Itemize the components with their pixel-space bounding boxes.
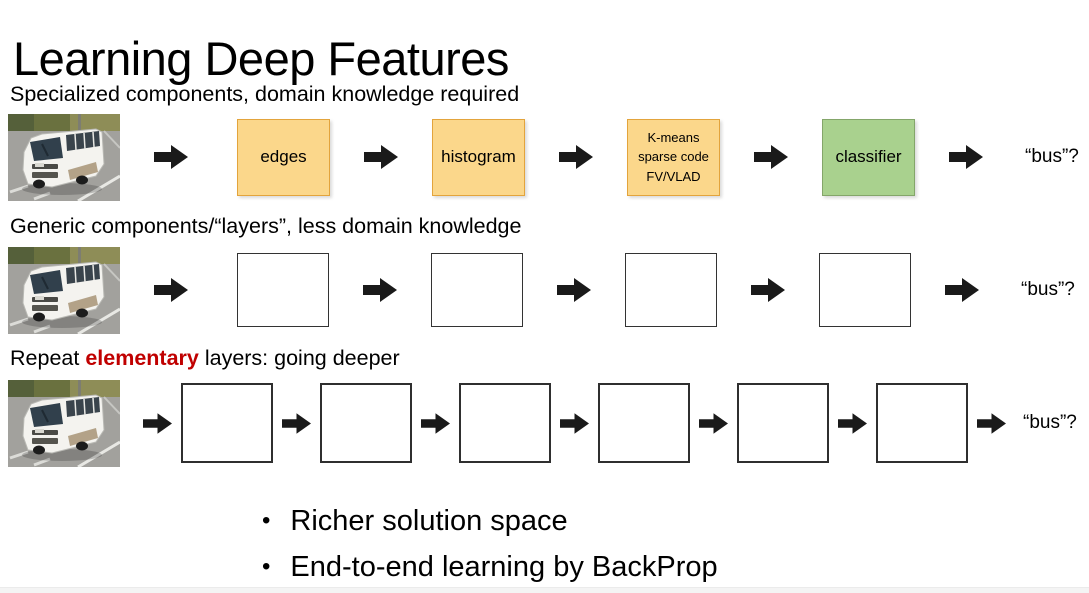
right-arrow-icon bbox=[421, 413, 450, 434]
deep-layer-box bbox=[320, 383, 412, 463]
generic-layer-box bbox=[237, 253, 329, 327]
deep-layer-box bbox=[737, 383, 829, 463]
bullet-dot-icon: • bbox=[262, 507, 271, 534]
row2-caption: Generic components/“layers”, less domain… bbox=[10, 214, 521, 239]
stage-box-label: edges bbox=[260, 147, 307, 167]
stage-box-label: histogram bbox=[441, 147, 516, 167]
generic-layer-box bbox=[819, 253, 911, 327]
row1-output-label: “bus”? bbox=[1025, 146, 1079, 167]
slide-bottom-edge bbox=[0, 587, 1089, 593]
deep-layer-box bbox=[876, 383, 968, 463]
bus-photo bbox=[8, 114, 120, 201]
bus-photo bbox=[8, 247, 120, 334]
right-arrow-icon bbox=[363, 278, 397, 302]
row3-caption: Repeat elementary layers: going deeper bbox=[10, 346, 400, 371]
generic-layer-box bbox=[625, 253, 717, 327]
row2-output-label: “bus”? bbox=[1021, 279, 1075, 300]
row3-output-label: “bus”? bbox=[1023, 412, 1077, 433]
bus-photo bbox=[8, 380, 120, 467]
right-arrow-icon bbox=[977, 413, 1006, 434]
right-arrow-icon bbox=[143, 413, 172, 434]
right-arrow-icon bbox=[364, 145, 398, 169]
bullet-item: • End-to-end learning by BackProp bbox=[262, 545, 718, 591]
row2-caption-text: Generic components/“layers”, less domain… bbox=[10, 214, 522, 238]
deep-layer-box bbox=[459, 383, 551, 463]
right-arrow-icon bbox=[699, 413, 728, 434]
right-arrow-icon bbox=[945, 278, 979, 302]
row2-pipeline: “bus”? bbox=[8, 245, 1075, 335]
right-arrow-icon bbox=[154, 145, 188, 169]
bullet-text: End-to-end learning by BackProp bbox=[290, 551, 718, 583]
row3-pipeline: “bus”? bbox=[8, 378, 1077, 468]
right-arrow-icon bbox=[949, 145, 983, 169]
stage-box-classifier: classifier bbox=[822, 118, 915, 196]
right-arrow-icon bbox=[282, 413, 311, 434]
right-arrow-icon bbox=[557, 278, 591, 302]
row1-caption-text: Specialized components, domain knowledge… bbox=[10, 82, 520, 106]
page-title: Learning Deep Features bbox=[13, 32, 509, 86]
stage-box-label: classifier bbox=[835, 147, 902, 167]
deep-layer-box bbox=[181, 383, 273, 463]
row3-caption-suffix: layers: going deeper bbox=[198, 346, 400, 370]
right-arrow-icon bbox=[754, 145, 788, 169]
stage-box-histogram: histogram bbox=[432, 118, 525, 196]
bullet-item: • Richer solution space bbox=[262, 499, 718, 545]
stage-box-edges: edges bbox=[237, 118, 330, 196]
right-arrow-icon bbox=[838, 413, 867, 434]
bullet-text: Richer solution space bbox=[290, 505, 568, 537]
generic-layer-box bbox=[431, 253, 523, 327]
right-arrow-icon bbox=[154, 278, 188, 302]
row1-pipeline: edges histogram K-means sparse code FV/V… bbox=[8, 112, 1079, 202]
row1-caption: Specialized components, domain knowledge… bbox=[10, 82, 519, 107]
right-arrow-icon bbox=[559, 145, 593, 169]
right-arrow-icon bbox=[560, 413, 589, 434]
row3-caption-prefix: Repeat bbox=[10, 346, 86, 370]
bullet-dot-icon: • bbox=[262, 553, 271, 580]
deep-layer-box bbox=[598, 383, 690, 463]
bullet-list: • Richer solution space • End-to-end lea… bbox=[262, 499, 718, 591]
row3-caption-emphasis: elementary bbox=[85, 346, 199, 370]
right-arrow-icon bbox=[751, 278, 785, 302]
stage-box-label: K-means sparse code FV/VLAD bbox=[638, 129, 709, 184]
stage-box-kmeans: K-means sparse code FV/VLAD bbox=[627, 118, 720, 196]
